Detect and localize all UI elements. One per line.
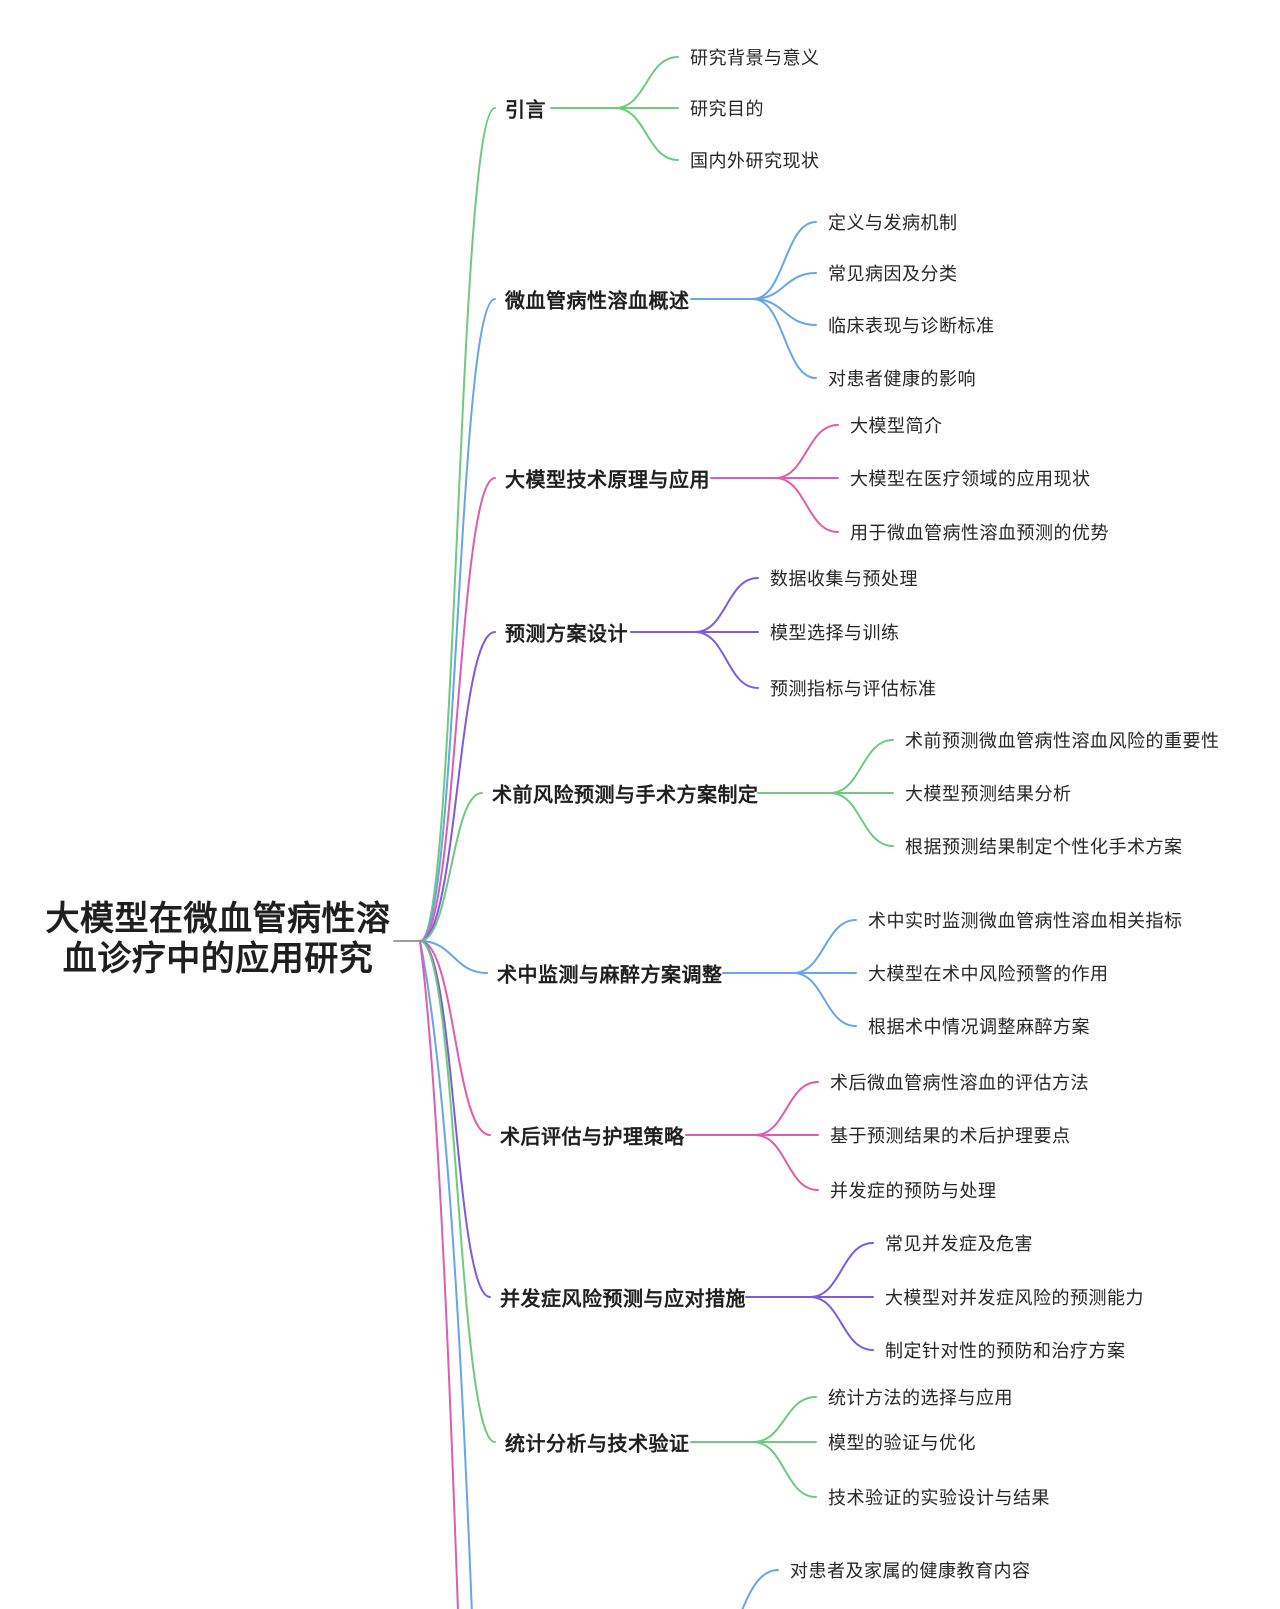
offscreen-branch-edge <box>419 940 459 1609</box>
child-node[interactable]: 临床表现与诊断标准 <box>828 316 995 336</box>
branch-edge <box>419 792 483 942</box>
child-node[interactable]: 对患者健康的影响 <box>828 369 976 389</box>
child-node[interactable]: 数据收集与预处理 <box>770 569 918 589</box>
child-node[interactable]: 技术验证的实验设计与结果 <box>828 1488 1050 1508</box>
child-edge <box>774 477 839 533</box>
child-node[interactable]: 术后微血管病性溶血的评估方法 <box>830 1073 1089 1093</box>
branch-node[interactable]: 统计分析与技术验证 <box>505 1433 690 1456</box>
child-node[interactable]: 大模型在术中风险预警的作用 <box>868 964 1109 984</box>
child-edge <box>752 221 817 300</box>
branch-node[interactable]: 术后评估与护理策略 <box>500 1126 685 1149</box>
root-title-line1: 大模型在微血管病性溶 <box>45 900 391 938</box>
child-node[interactable]: 大模型预测结果分析 <box>905 784 1072 804</box>
child-edge <box>809 1296 874 1351</box>
branch-edge <box>419 940 473 1609</box>
child-edge <box>694 631 759 689</box>
branch-edge <box>419 940 488 974</box>
branch-node[interactable]: 术前风险预测与手术方案制定 <box>492 784 759 807</box>
child-node[interactable]: 基于预测结果的术后护理要点 <box>830 1126 1071 1146</box>
branch-node[interactable]: 微血管病性溶血概述 <box>505 290 690 313</box>
child-node[interactable]: 术前预测微血管病性溶血风险的重要性 <box>905 731 1220 751</box>
child-node[interactable]: 预测指标与评估标准 <box>770 679 937 699</box>
child-edge <box>774 424 839 479</box>
child-node[interactable]: 研究目的 <box>690 99 764 119</box>
branch-edge <box>419 940 496 1443</box>
branch-edge <box>419 940 491 1136</box>
branch-edge <box>419 631 496 942</box>
child-edge <box>754 1134 819 1191</box>
child-edge <box>752 298 817 379</box>
child-node[interactable]: 制定针对性的预防和治疗方案 <box>885 1341 1126 1361</box>
child-edge <box>752 1396 817 1443</box>
child-edge <box>792 919 857 974</box>
child-edge <box>752 272 817 300</box>
child-node[interactable]: 大模型对并发症风险的预测能力 <box>885 1288 1144 1308</box>
child-node[interactable]: 术中实时监测微血管病性溶血相关指标 <box>868 911 1183 931</box>
child-edge <box>694 577 759 633</box>
child-node[interactable]: 大模型简介 <box>850 416 943 436</box>
child-node[interactable]: 定义与发病机制 <box>828 213 958 233</box>
branch-edge <box>419 940 491 1298</box>
child-edge <box>754 1081 819 1136</box>
child-edge <box>614 107 679 161</box>
child-edge <box>741 1569 779 1609</box>
branch-node[interactable]: 预测方案设计 <box>505 623 628 646</box>
child-node[interactable]: 模型的验证与优化 <box>828 1433 976 1453</box>
child-node[interactable]: 国内外研究现状 <box>690 151 820 171</box>
child-node[interactable]: 大模型在医疗领域的应用现状 <box>850 469 1091 489</box>
child-node[interactable]: 用于微血管病性溶血预测的优势 <box>850 523 1109 543</box>
child-node[interactable]: 常见并发症及危害 <box>885 1234 1033 1254</box>
child-edge <box>829 792 894 847</box>
child-node[interactable]: 常见病因及分类 <box>828 264 958 284</box>
child-edge <box>752 298 817 326</box>
root-title-line2: 血诊疗中的应用研究 <box>62 940 374 978</box>
child-node[interactable]: 对患者及家属的健康教育内容 <box>790 1561 1031 1581</box>
branch-edge <box>419 298 496 942</box>
child-node[interactable]: 并发症的预防与处理 <box>830 1181 997 1201</box>
child-node[interactable]: 模型选择与训练 <box>770 623 900 643</box>
branch-edge <box>419 107 496 942</box>
child-node[interactable]: 研究背景与意义 <box>690 48 820 68</box>
child-node[interactable]: 统计方法的选择与应用 <box>828 1388 1013 1408</box>
branch-node[interactable]: 大模型技术原理与应用 <box>505 469 710 492</box>
branch-node[interactable]: 引言 <box>505 99 546 122</box>
child-edge <box>829 739 894 794</box>
branch-node[interactable]: 并发症风险预测与应对措施 <box>500 1288 746 1311</box>
child-edge <box>792 972 857 1027</box>
child-edge <box>752 1441 817 1498</box>
child-edge <box>809 1242 874 1298</box>
child-edge <box>614 56 679 109</box>
branch-node[interactable]: 术中监测与麻醉方案调整 <box>497 964 723 987</box>
child-node[interactable]: 根据术中情况调整麻醉方案 <box>868 1017 1090 1037</box>
child-node[interactable]: 根据预测结果制定个性化手术方案 <box>905 837 1183 857</box>
root-node[interactable]: 大模型在微血管病性溶 血诊疗中的应用研究 <box>40 899 396 979</box>
branch-edge <box>419 477 496 942</box>
